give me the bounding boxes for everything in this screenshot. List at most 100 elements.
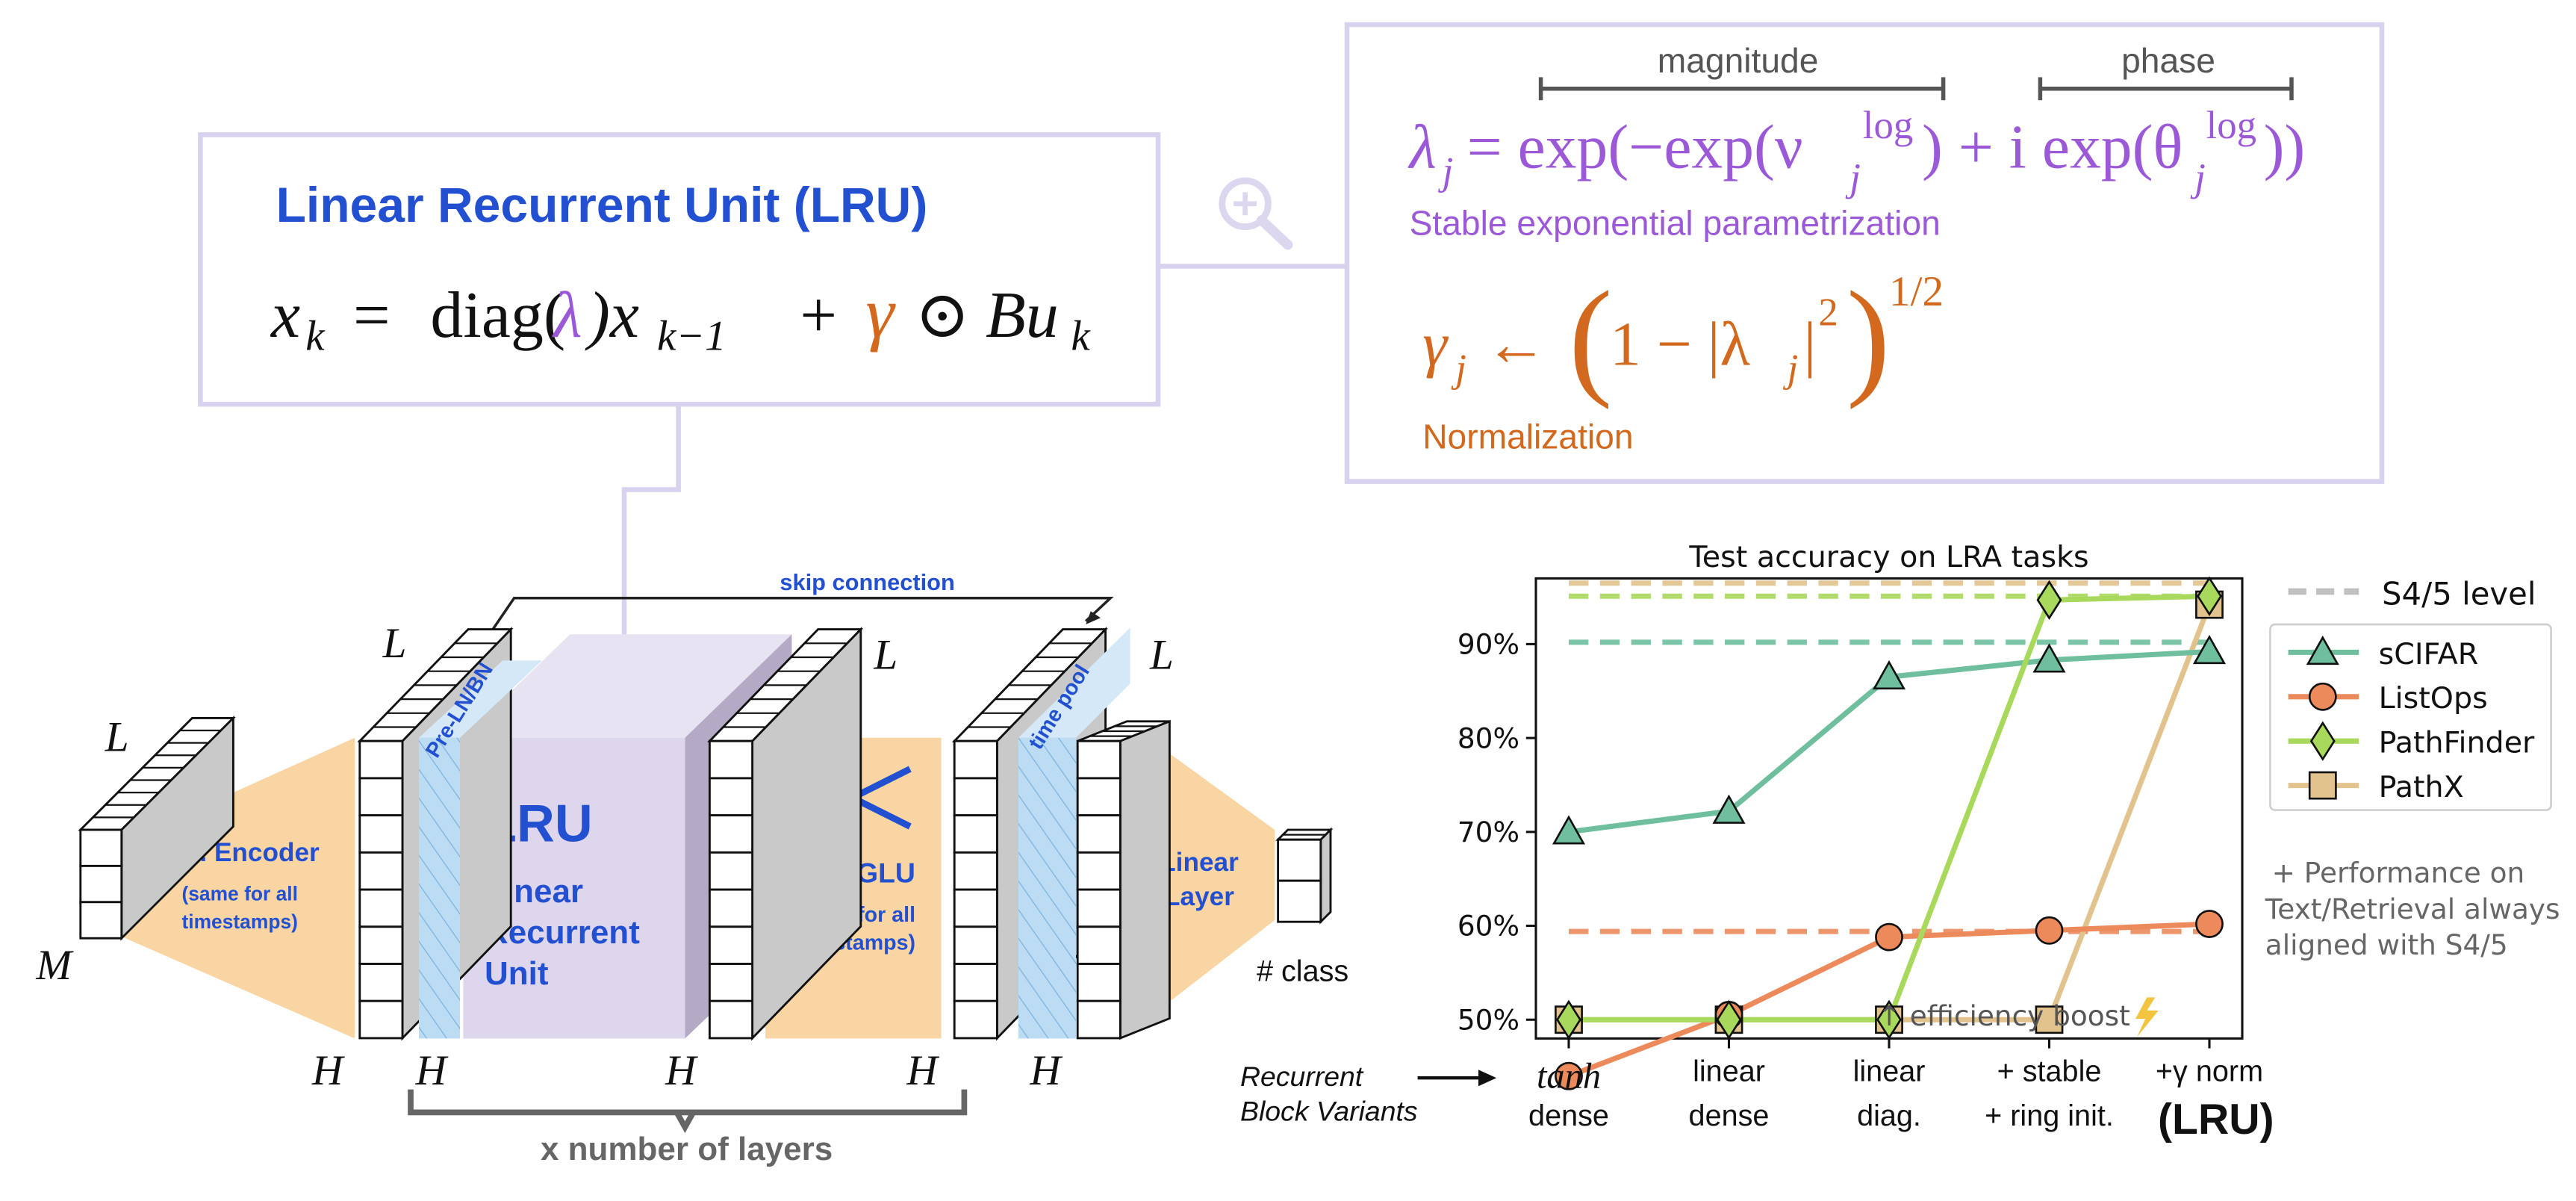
x-label-line-2: dense bbox=[1689, 1099, 1770, 1132]
phase-label: phase bbox=[2121, 41, 2215, 80]
label-L-left: L bbox=[382, 620, 407, 667]
lru-input-stack-cell bbox=[358, 814, 404, 854]
legend-label-listops: ListOps bbox=[2379, 681, 2488, 716]
lru-input-stack-cell bbox=[358, 925, 404, 965]
mlp-output-stack-cell bbox=[953, 739, 998, 780]
point-scifar bbox=[2192, 634, 2227, 665]
point-listops bbox=[1875, 922, 1903, 952]
gamma-body-end: | bbox=[1804, 310, 1817, 379]
eq-odot: ⊙ bbox=[915, 279, 970, 352]
theta-sub: j bbox=[2190, 156, 2206, 199]
chart-ticks: 50%60%70%80%90% bbox=[1457, 628, 2211, 1049]
class-label: # class bbox=[1257, 955, 1348, 987]
gamma-exp: 1/2 bbox=[1889, 268, 1944, 315]
point-pathfinder bbox=[1876, 999, 1902, 1040]
eq-bu: Bu bbox=[986, 279, 1059, 352]
linear-layer-line-1: Linear bbox=[1160, 848, 1239, 877]
point-pathfinder bbox=[1556, 999, 1581, 1040]
skip-arrowhead bbox=[1086, 611, 1101, 624]
lambda-sub: j bbox=[1438, 149, 1454, 193]
encoder-input-stack-cell bbox=[79, 901, 123, 940]
gamma-body-sub: j bbox=[1783, 347, 1799, 390]
tensor-stacks bbox=[78, 627, 1334, 1041]
legend-marker-scifar bbox=[2306, 635, 2339, 665]
param-box: magnitude phase λ j = exp(−exp(ν log j )… bbox=[1344, 22, 2385, 484]
y-tick-label: 50% bbox=[1457, 1003, 1519, 1036]
point-listops bbox=[1555, 1061, 1583, 1090]
preln-panel bbox=[419, 737, 460, 1039]
x-label-line-1: + stable bbox=[1997, 1055, 2102, 1088]
x-label-line-1: linear bbox=[1693, 1055, 1765, 1088]
legend-label-scifar: sCIFAR bbox=[2379, 637, 2479, 671]
label-L-mid: L bbox=[873, 631, 897, 678]
lru-input-stack-cell bbox=[358, 963, 404, 1002]
chart-title: Test accuracy on LRA tasks bbox=[1688, 540, 2088, 574]
label-L-right: L bbox=[1149, 631, 1174, 678]
x-label-line-2: + ring init. bbox=[1985, 1099, 2114, 1132]
label-M: M bbox=[35, 942, 74, 989]
mlp-output-stack-cell bbox=[953, 999, 998, 1040]
lru-output-stack-cell bbox=[708, 999, 754, 1040]
lambda-mid: = exp(−exp(ν bbox=[1467, 113, 1803, 181]
class-output-stack-cell bbox=[1277, 879, 1322, 923]
lambda-mid2: ) + i exp(θ bbox=[1922, 113, 2183, 181]
eq-plus: + bbox=[800, 279, 837, 352]
gamma-lhs: γ bbox=[1422, 310, 1449, 379]
x-label-line-1: linear bbox=[1853, 1055, 1926, 1088]
lru-box-title: Linear Recurrent Unit (LRU) bbox=[276, 177, 928, 232]
dim-labels: L M L L L H H H H H bbox=[35, 620, 1173, 1094]
class-output-stack-cell bbox=[1277, 838, 1322, 882]
legend-marker-listops bbox=[2308, 682, 2337, 711]
skip-connection-label: skip connection bbox=[780, 569, 954, 595]
x-label-line-1: tanh bbox=[1537, 1056, 1601, 1096]
timepool-panel bbox=[1018, 737, 1076, 1039]
lru-input-stack-cell bbox=[358, 851, 404, 891]
legend-s45: S4/5 level bbox=[2288, 576, 2536, 612]
gamma-sq: 2 bbox=[1818, 291, 1838, 335]
gamma-arrow: ← bbox=[1485, 310, 1548, 379]
y-tick-label: 90% bbox=[1457, 628, 1519, 661]
magnitude-bracket bbox=[1538, 77, 1946, 101]
y-tick-label: 70% bbox=[1457, 816, 1519, 848]
lambda-end: )) bbox=[2264, 113, 2306, 181]
gamma-body: 1 − |λ bbox=[1610, 310, 1750, 379]
skip-connection-arrow bbox=[491, 597, 1114, 630]
pooled-stack-cell bbox=[1076, 999, 1121, 1040]
eq-x-sub: k bbox=[305, 313, 326, 360]
eq-bu-sub: k bbox=[1071, 313, 1091, 360]
lru-input-stack-cell bbox=[358, 739, 404, 780]
point-pathfinder bbox=[2036, 580, 2062, 620]
label-H-2: H bbox=[415, 1047, 449, 1094]
mlp-output-stack-cell bbox=[953, 814, 998, 854]
note-line-3: aligned with S4/5 bbox=[2265, 928, 2508, 961]
encoder-note-1: (same for all bbox=[181, 883, 297, 905]
chart-frame bbox=[1534, 577, 2244, 1040]
legend-box bbox=[2269, 623, 2552, 811]
legend-marker-pathx bbox=[2308, 771, 2337, 800]
encoder-input-stack-cell bbox=[79, 828, 123, 867]
class-output-stack-side bbox=[1319, 827, 1332, 925]
s45-lines bbox=[1569, 580, 2210, 934]
label-H-3: H bbox=[665, 1047, 698, 1094]
point-pathfinder bbox=[2197, 576, 2222, 616]
pooled-stack-side bbox=[1119, 719, 1171, 1040]
eq-lambda: λ bbox=[551, 279, 582, 352]
legend-label-pathx: PathX bbox=[2379, 770, 2464, 804]
x-label-line-2: (LRU) bbox=[2158, 1096, 2274, 1143]
class-output-stack bbox=[1275, 827, 1334, 925]
series-line-pathfinder bbox=[1569, 593, 2210, 1022]
pooled-stack-cell bbox=[1076, 851, 1121, 891]
encoder-note-2: timestamps) bbox=[181, 910, 297, 933]
point-listops bbox=[2195, 910, 2224, 938]
linear-layer-line-2: Layer bbox=[1164, 882, 1234, 911]
lru-output-stack-cell bbox=[708, 963, 754, 1002]
param-box-frame bbox=[1344, 22, 2385, 484]
eq-close-x: )x bbox=[585, 279, 639, 352]
lru-block-top bbox=[463, 634, 792, 738]
legend-s45-label: S4/5 level bbox=[2382, 576, 2536, 612]
lru-equation: x k = diag( λ )x k−1 + γ ⊙ Bu k bbox=[270, 273, 1091, 360]
lru-output-stack-cell bbox=[708, 777, 754, 817]
lru-input-stack-cell bbox=[358, 888, 404, 928]
